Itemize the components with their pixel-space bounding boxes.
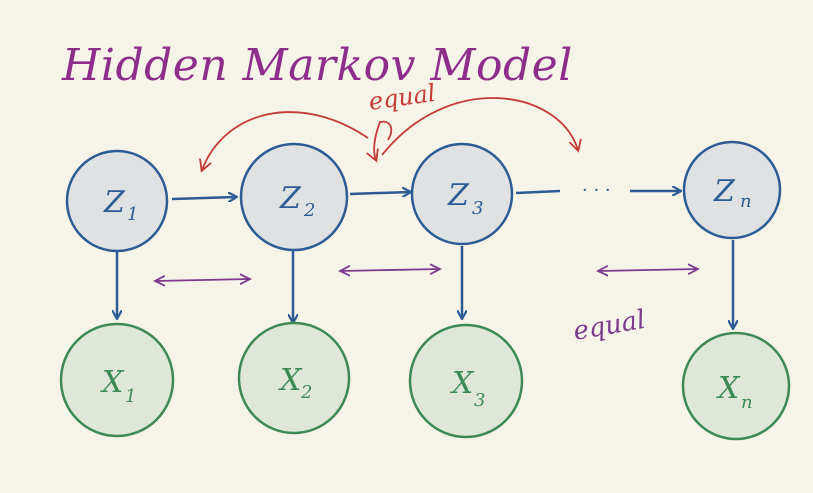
hidden-node-z3: Z 3 xyxy=(410,142,514,246)
equal-double-arrow-2 xyxy=(340,269,440,271)
equal-annotation-bottom: equal xyxy=(571,305,648,347)
svg-text:2: 2 xyxy=(300,382,312,403)
equal-double-arrow-3 xyxy=(598,269,698,271)
ellipsis: · · · xyxy=(582,180,611,201)
hidden-node-z1: Z 1 xyxy=(65,149,169,253)
svg-text:n: n xyxy=(741,392,753,413)
observed-node-x1: X 1 xyxy=(59,322,175,438)
equal-arrow-middle xyxy=(374,120,393,160)
svg-text:Z: Z xyxy=(279,181,302,216)
svg-text:X: X xyxy=(100,365,125,400)
transition-arrow-z2-z3 xyxy=(349,192,410,194)
svg-text:2: 2 xyxy=(303,200,315,221)
svg-text:X: X xyxy=(450,366,475,401)
equal-double-arrow-1 xyxy=(155,279,250,281)
svg-text:X: X xyxy=(278,363,303,398)
svg-text:3: 3 xyxy=(472,198,483,219)
equal-arrow-right xyxy=(381,97,578,156)
transition-line-z3-ellipsis xyxy=(515,189,561,195)
svg-text:X: X xyxy=(716,371,741,406)
svg-text:Z: Z xyxy=(447,178,470,213)
transition-arrow-z1-z2 xyxy=(171,197,236,199)
diagram-title: Hidden Markov Model xyxy=(61,40,573,91)
hidden-node-zn: Z n xyxy=(682,140,782,240)
hidden-node-z2: Z 2 xyxy=(239,142,349,252)
svg-text:1: 1 xyxy=(127,204,138,225)
observed-node-x2: X 2 xyxy=(237,321,351,435)
svg-text:n: n xyxy=(740,191,752,212)
observed-node-xn: X n xyxy=(681,331,791,441)
svg-text:3: 3 xyxy=(474,390,485,411)
equal-arrow-left xyxy=(202,111,369,170)
svg-text:Z: Z xyxy=(713,174,736,209)
svg-text:1: 1 xyxy=(125,386,136,407)
svg-text:Z: Z xyxy=(103,185,126,220)
observed-node-x3: X 3 xyxy=(408,323,524,439)
